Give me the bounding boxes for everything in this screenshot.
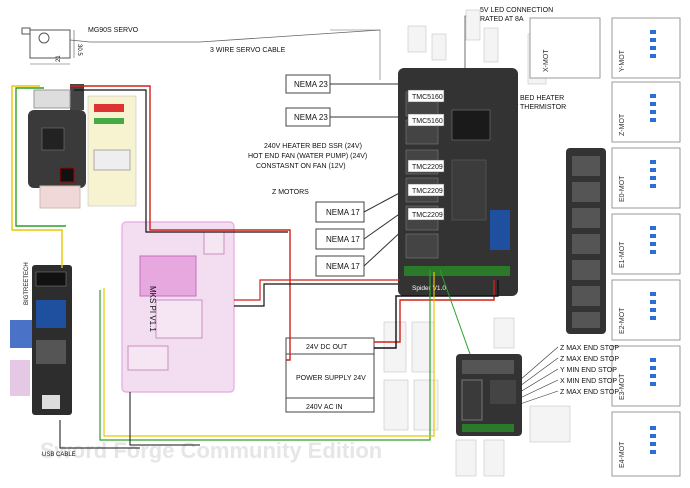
nema17-group: NEMA 17 NEMA 17 NEMA 17: [315, 189, 406, 277]
psu-ac-in: 240V AC IN: [306, 404, 343, 411]
psu-title: POWER SUPPLY 24V: [296, 375, 366, 382]
motor-label-e0: E0-MOT: [619, 175, 626, 202]
endstop-4: X MIN END STOP: [560, 378, 617, 385]
motor-label-y: Y-MOT: [619, 49, 626, 72]
endstop-connectors: [383, 317, 571, 477]
servo: 30.5 21 MG90S SERVO: [21, 27, 139, 65]
usb-cable-label: USB CABLE: [42, 452, 76, 458]
servo-cable-wire: [69, 29, 381, 43]
bed-thermistor-line1: BED HEATER: [520, 95, 564, 102]
host-board: BIGTREETECH: [10, 262, 72, 415]
driver-labels: TMC5160 TMC5160 TMC2209 TMC2209 TMC2209: [407, 89, 445, 221]
power-supply: 24V DC OUT POWER SUPPLY 24V 240V AC IN: [285, 337, 375, 413]
endstop-1: Z MAX END STOP: [560, 345, 619, 352]
endstop-3: Y MIN END STOP: [560, 367, 617, 374]
watermark-text: Sword Forge Community Edition: [40, 438, 382, 463]
endstop-2: Z MAX END STOP: [560, 356, 619, 363]
led-label-line2: RATED AT 8A: [480, 16, 524, 23]
psu-dc-out: 24V DC OUT: [306, 344, 348, 351]
nema17-2: NEMA 17: [326, 235, 360, 244]
led-label-line1: 5V LED CONNECTION: [480, 7, 553, 14]
nema17-3: NEMA 17: [326, 262, 360, 271]
note-const-fan: CONSTASNT ON FAN (12V): [256, 163, 346, 170]
motor-label-e2: E2-MOT: [619, 307, 626, 334]
driver-1: TMC5160: [412, 94, 443, 101]
driver-5: TMC2209: [412, 212, 443, 219]
endstop-5: Z MAX END STOP: [560, 389, 619, 396]
nema23-2: NEMA 23: [294, 113, 328, 122]
motor-label-e3: E3-MOT: [619, 373, 626, 400]
expansion-driver-board: [566, 148, 606, 334]
endstop-board: [456, 354, 522, 436]
driver-3: TMC2209: [412, 164, 443, 171]
servo-cable-label: 3 WIRE SERVO CABLE: [210, 47, 286, 54]
wires: [11, 29, 499, 449]
bed-thermistor-line2: THERMISTOR: [520, 104, 566, 111]
servo-dim-w: 21: [56, 55, 62, 62]
z-motors-label: Z MOTORS: [272, 189, 309, 196]
nema17-1: NEMA 17: [326, 208, 360, 217]
driver-4: TMC2209: [412, 188, 443, 195]
driver-2: TMC5160: [412, 118, 443, 125]
motor-label-e1: E1-MOT: [619, 241, 626, 268]
mks-label: MKS PI V1.1: [148, 286, 157, 332]
motor-label-x: X-MOT: [543, 49, 550, 72]
nema23-group: NEMA 23 NEMA 23: [285, 74, 400, 127]
spider-label: Spider V1.0: [412, 285, 446, 292]
mks-pi-board: MKS PI V1.1: [121, 221, 235, 393]
motor-label-e4: E4-MOT: [619, 441, 626, 468]
endstop-labels: Z MAX END STOP Z MAX END STOP Y MIN END …: [519, 345, 619, 405]
motor-panels: X-MOT Y-MOT Z-MOT E0-MOT E1-MOT E2-MOT E…: [529, 17, 681, 477]
mcu-board-small: [28, 84, 137, 209]
servo-dim-h: 30.5: [76, 44, 82, 56]
note-heater-bed: 240V HEATER BED SSR (24V): [264, 143, 362, 150]
motor-label-z: Z-MOT: [619, 113, 626, 136]
servo-label: MG90S SERVO: [88, 27, 139, 34]
nema23-1: NEMA 23: [294, 80, 328, 89]
note-hotend-fan: HOT END FAN (WATER PUMP) (24V): [248, 153, 367, 160]
host-board-label: BIGTREETECH: [24, 262, 30, 305]
